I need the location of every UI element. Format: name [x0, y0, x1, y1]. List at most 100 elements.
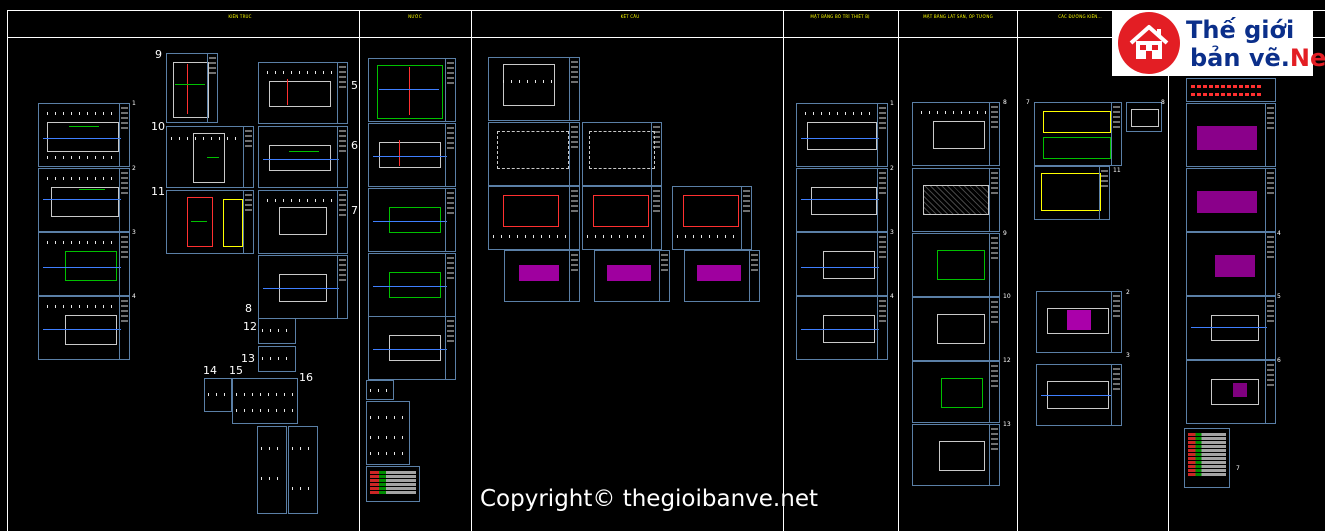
drawing-sheet[interactable] [38, 232, 130, 296]
detail-sheet[interactable] [288, 426, 318, 514]
drawing-sheet[interactable] [672, 186, 752, 250]
drawing-sheet[interactable] [796, 232, 888, 296]
table-sheet[interactable] [1184, 428, 1230, 488]
column-title-water: NƯỚC [408, 14, 422, 19]
col-divider-6 [1168, 10, 1169, 531]
sheet-number: 12 [243, 320, 257, 333]
column-title-equipment: MẶT BẰNG BỐ TRÍ THIẾT BỊ [810, 14, 870, 19]
drawing-sheet[interactable] [1126, 102, 1162, 132]
sheet-number: 14 [203, 364, 217, 377]
logo-text-net: Net [1289, 44, 1325, 72]
drawing-sheet[interactable] [488, 186, 580, 250]
drawing-sheet[interactable] [912, 361, 1000, 423]
sheet-number: 4 [132, 293, 136, 300]
sheet-number: 7 [1026, 99, 1030, 106]
sheet-number: 9 [155, 48, 162, 61]
drawing-sheet[interactable] [1186, 232, 1276, 296]
sheet-number: 8 [245, 302, 252, 315]
sheet-number: 3 [1126, 352, 1130, 359]
drawing-sheet[interactable] [1034, 166, 1110, 220]
sheet-number: 4 [890, 293, 894, 300]
column-title-lines: CÁC ĐƯỜNG KIẾN... [1058, 14, 1102, 19]
drawing-sheet[interactable] [258, 190, 348, 254]
sheet-number: 10 [151, 120, 165, 133]
sheet-number: 2 [890, 165, 894, 172]
sheet-number: 2 [1126, 289, 1130, 296]
copyright-watermark: Copyright© thegioibanve.net [480, 486, 818, 512]
detail-sheet[interactable] [258, 318, 296, 344]
drawing-sheet[interactable] [796, 168, 888, 232]
drawing-sheet[interactable] [796, 103, 888, 167]
drawing-sheet[interactable] [912, 424, 1000, 486]
drawing-sheet[interactable] [912, 233, 1000, 297]
drawing-sheet[interactable] [38, 103, 130, 167]
drawing-sheet[interactable] [1036, 364, 1122, 426]
drawing-sheet[interactable] [1036, 291, 1122, 353]
drawing-sheet[interactable] [1186, 103, 1276, 167]
drawing-sheet[interactable] [368, 316, 456, 380]
detail-sheet[interactable] [232, 378, 298, 424]
drawing-sheet[interactable] [684, 250, 760, 302]
detail-sheet[interactable] [366, 380, 394, 400]
detail-sheet[interactable] [204, 378, 232, 412]
drawing-sheet[interactable] [912, 102, 1000, 166]
col-divider-2 [471, 10, 472, 531]
logo-text-prefix: bản vẽ. [1190, 44, 1290, 72]
sheet-number: 6 [351, 139, 358, 152]
col-divider-4 [898, 10, 899, 531]
drawing-sheet[interactable] [582, 186, 662, 250]
sheet-number: 13 [241, 352, 255, 365]
sheet-number: 13 [1003, 421, 1011, 428]
detail-sheet[interactable] [366, 401, 410, 465]
drawing-sheet[interactable] [912, 168, 1000, 232]
sheet-number: 7 [351, 204, 358, 217]
drawing-sheet[interactable] [258, 62, 348, 124]
sheet-number: 4 [1277, 230, 1281, 237]
sheet-number: 7 [1236, 465, 1240, 472]
drawing-sheet[interactable] [258, 126, 348, 188]
drawing-sheet[interactable] [582, 122, 662, 186]
drawing-sheet[interactable] [368, 58, 456, 122]
sheet-number: 3 [890, 229, 894, 236]
column-title-architecture: KIẾN TRÚC [228, 14, 252, 19]
sheet-number: 2 [132, 165, 136, 172]
detail-sheet[interactable] [258, 346, 296, 372]
sheet-number: 11 [151, 185, 165, 198]
col-divider-5 [1017, 10, 1018, 531]
drawing-sheet[interactable] [258, 255, 348, 319]
drawing-sheet[interactable] [368, 188, 456, 252]
drawing-sheet[interactable] [504, 250, 580, 302]
drawing-sheet[interactable] [1034, 102, 1122, 166]
drawing-sheet[interactable] [1186, 78, 1276, 102]
drawing-sheet[interactable] [1186, 360, 1276, 424]
house-icon [1118, 12, 1180, 74]
logo-text-line1: Thế giới [1186, 16, 1295, 44]
drawing-sheet[interactable] [912, 297, 1000, 361]
drawing-sheet[interactable] [368, 123, 456, 187]
drawing-sheet[interactable] [368, 253, 456, 317]
table-sheet[interactable] [366, 466, 420, 502]
sheet-number: 8 [1161, 99, 1165, 106]
column-title-structure: KẾT CẤU [620, 14, 640, 19]
drawing-sheet[interactable] [166, 53, 218, 123]
drawing-sheet[interactable] [38, 296, 130, 360]
column-title-flooring: MẶT BẰNG LÁT SÀN, ỐP TƯỜNG [923, 14, 993, 19]
sheet-number: 12 [1003, 357, 1011, 364]
drawing-sheet[interactable] [166, 126, 254, 188]
drawing-sheet[interactable] [488, 57, 580, 121]
detail-sheet[interactable] [257, 426, 287, 514]
drawing-sheet[interactable] [166, 190, 254, 254]
sheet-number: 3 [132, 229, 136, 236]
col-divider-1 [359, 10, 360, 531]
drawing-sheet[interactable] [1186, 168, 1276, 232]
drawing-sheet[interactable] [38, 168, 130, 232]
drawing-sheet[interactable] [796, 296, 888, 360]
drawing-sheet[interactable] [1186, 296, 1276, 360]
sheet-number: 8 [1003, 99, 1007, 106]
sheet-number: 15 [229, 364, 243, 377]
drawing-sheet[interactable] [594, 250, 670, 302]
brand-logo[interactable]: Thế giới bản vẽ.Net [1112, 10, 1325, 76]
drawing-sheet[interactable] [488, 122, 580, 186]
sheet-number: 10 [1003, 293, 1011, 300]
